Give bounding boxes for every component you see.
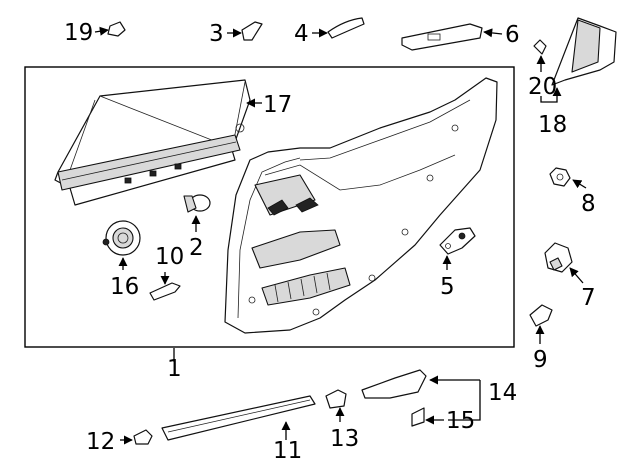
callout-17: 17 [263,92,292,118]
part-10-clip[interactable] [149,282,181,301]
assembly-frame [24,66,515,348]
callout-15: 15 [446,408,475,434]
callout-16: 16 [110,274,139,300]
callout-9: 9 [533,347,548,373]
part-18-pillar-garnish[interactable] [551,17,617,86]
part-17-shade[interactable] [54,79,251,206]
callout-6: 6 [505,22,520,48]
door-trim-panel[interactable] [224,77,498,334]
part-5-handle[interactable] [439,227,476,255]
part-14-bracket[interactable] [361,369,427,399]
part-13-clip[interactable] [325,389,347,409]
part-12-clip[interactable] [133,429,153,445]
part-19-clip[interactable] [107,21,126,37]
part-6-pad[interactable] [401,23,483,51]
callout-labels: 19 3 4 6 17 20 18 8 2 10 16 5 7 9 1 14 1… [64,20,596,464]
callout-5: 5 [440,274,455,300]
callout-8: 8 [581,191,596,217]
callout-3: 3 [209,21,224,47]
leader-lines [94,26,587,445]
callout-13: 13 [330,426,359,452]
part-16-speaker[interactable] [102,220,141,256]
callout-18: 18 [538,112,567,138]
callout-7: 7 [581,285,596,311]
part-8-fastener[interactable] [549,167,571,187]
part-11-weatherstrip[interactable] [161,395,316,441]
callout-4: 4 [294,21,309,47]
part-20-clip[interactable] [533,39,547,55]
part-7-switch[interactable] [544,242,573,273]
part-9-clip[interactable] [529,304,553,327]
part-2-bolt[interactable] [183,194,211,213]
callout-10: 10 [155,244,184,270]
callout-19: 19 [64,20,93,46]
callout-1: 1 [167,356,182,382]
callout-2: 2 [189,235,204,261]
callout-20: 20 [528,74,557,100]
callout-14: 14 [488,380,517,406]
callout-12: 12 [86,429,115,455]
part-15-cap[interactable] [411,407,425,427]
callout-11: 11 [273,438,302,464]
part-3-bracket[interactable] [241,21,263,41]
part-4-garnish[interactable] [327,17,365,39]
